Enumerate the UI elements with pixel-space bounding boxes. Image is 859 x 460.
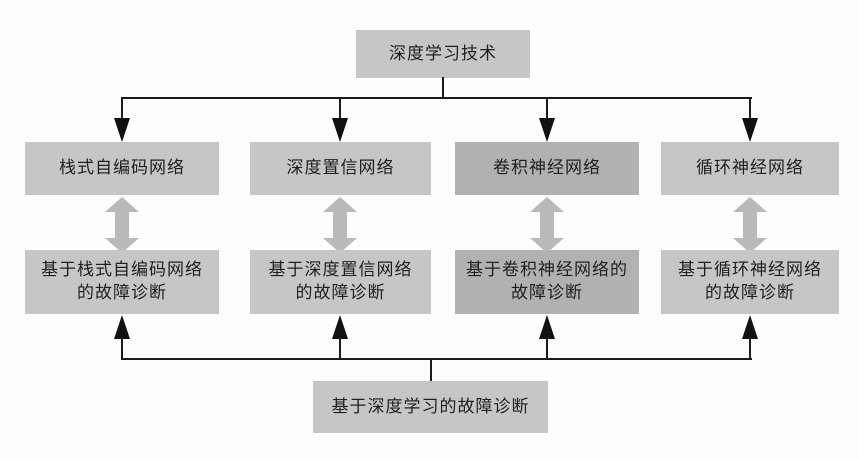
connector-drop-line: [121, 97, 123, 120]
connector-drop-line: [546, 97, 548, 120]
double-arrow-icon: [105, 197, 139, 212]
node-label-line: 基于循环神经网络: [678, 260, 822, 280]
node-label-line: 故障诊断: [511, 283, 583, 303]
connector-rise-line: [339, 337, 341, 359]
node-deep-learning-technology: 深度学习技术: [356, 30, 530, 78]
double-arrow-icon: [323, 197, 357, 212]
node-dbn-fault-diagnosis: 基于深度置信网络 的故障诊断: [250, 250, 431, 314]
node-stacked-autoencoder-network: 栈式自编码网络: [25, 142, 219, 195]
arrowhead-down-icon: [539, 118, 555, 142]
node-label-line: 基于卷积神经网络的: [466, 260, 628, 280]
double-arrow-icon: [323, 238, 357, 253]
node-cnn-fault-diagnosis: 基于卷积神经网络的 故障诊断: [455, 250, 639, 314]
connector-top-branch-line: [121, 97, 752, 99]
connector-rise-line: [121, 337, 123, 359]
node-deep-learning-fault-diagnosis: 基于深度学习的故障诊断: [313, 381, 548, 433]
double-arrow-icon: [733, 238, 767, 253]
arrowhead-up-icon: [742, 315, 758, 339]
node-sae-fault-diagnosis: 基于栈式自编码网络 的故障诊断: [25, 250, 219, 314]
double-arrow-icon: [530, 197, 564, 212]
arrowhead-down-icon: [114, 118, 130, 142]
node-recurrent-neural-network: 循环神经网络: [661, 142, 839, 195]
double-arrow-icon: [530, 238, 564, 253]
connector-root-stub: [442, 77, 444, 98]
connector-bottom-stub: [430, 359, 432, 382]
connector-drop-line: [749, 97, 751, 120]
node-label-line: 的故障诊断: [77, 283, 167, 303]
double-arrow-icon: [115, 211, 129, 239]
connector-bottom-branch-line: [121, 358, 752, 360]
connector-rise-line: [546, 337, 548, 359]
arrowhead-up-icon: [332, 315, 348, 339]
arrowhead-down-icon: [332, 118, 348, 142]
connector-drop-line: [339, 97, 341, 120]
arrowhead-up-icon: [539, 315, 555, 339]
node-label-line: 基于栈式自编码网络: [41, 260, 203, 280]
arrowhead-down-icon: [742, 118, 758, 142]
node-label-line: 基于深度置信网络: [268, 260, 413, 280]
double-arrow-icon: [333, 211, 347, 239]
node-rnn-fault-diagnosis: 基于循环神经网络 的故障诊断: [661, 250, 839, 314]
connector-rise-line: [749, 337, 751, 359]
node-label-line: 的故障诊断: [705, 283, 795, 303]
double-arrow-icon: [743, 211, 757, 239]
node-label-line: 的故障诊断: [295, 283, 386, 303]
arrowhead-up-icon: [114, 315, 130, 339]
double-arrow-icon: [540, 211, 554, 239]
node-convolutional-neural-network: 卷积神经网络: [455, 142, 639, 195]
double-arrow-icon: [105, 238, 139, 253]
node-deep-belief-network: 深度置信网络: [250, 142, 431, 195]
double-arrow-icon: [733, 197, 767, 212]
